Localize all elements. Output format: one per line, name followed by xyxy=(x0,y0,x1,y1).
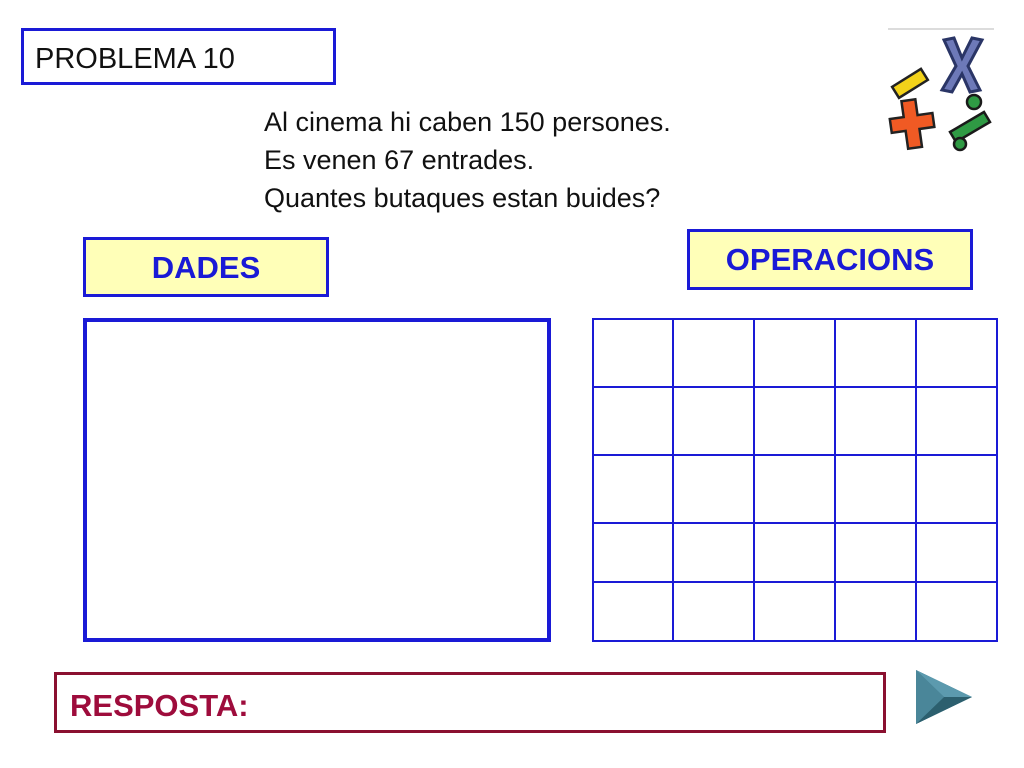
problem-title-box: PROBLEMA 10 xyxy=(21,28,336,85)
problem-line: Es venen 67 entrades. xyxy=(264,145,535,175)
resposta-label: RESPOSTA: xyxy=(70,688,249,723)
problem-statement: Al cinema hi caben 150 persones. Es vene… xyxy=(264,103,671,217)
operacions-label: OPERACIONS xyxy=(687,229,973,290)
math-operations-icon xyxy=(888,28,994,152)
next-arrow-icon xyxy=(916,670,972,724)
problem-line: Quantes butaques estan buides? xyxy=(264,183,661,213)
resposta-box[interactable]: RESPOSTA: xyxy=(54,672,886,733)
operations-grid[interactable] xyxy=(592,318,998,642)
dades-input-area[interactable] xyxy=(83,318,551,642)
dades-label: DADES xyxy=(83,237,329,297)
problem-line: Al cinema hi caben 150 persones. xyxy=(264,107,671,137)
next-button[interactable] xyxy=(910,666,976,728)
problem-title: PROBLEMA 10 xyxy=(35,43,235,75)
